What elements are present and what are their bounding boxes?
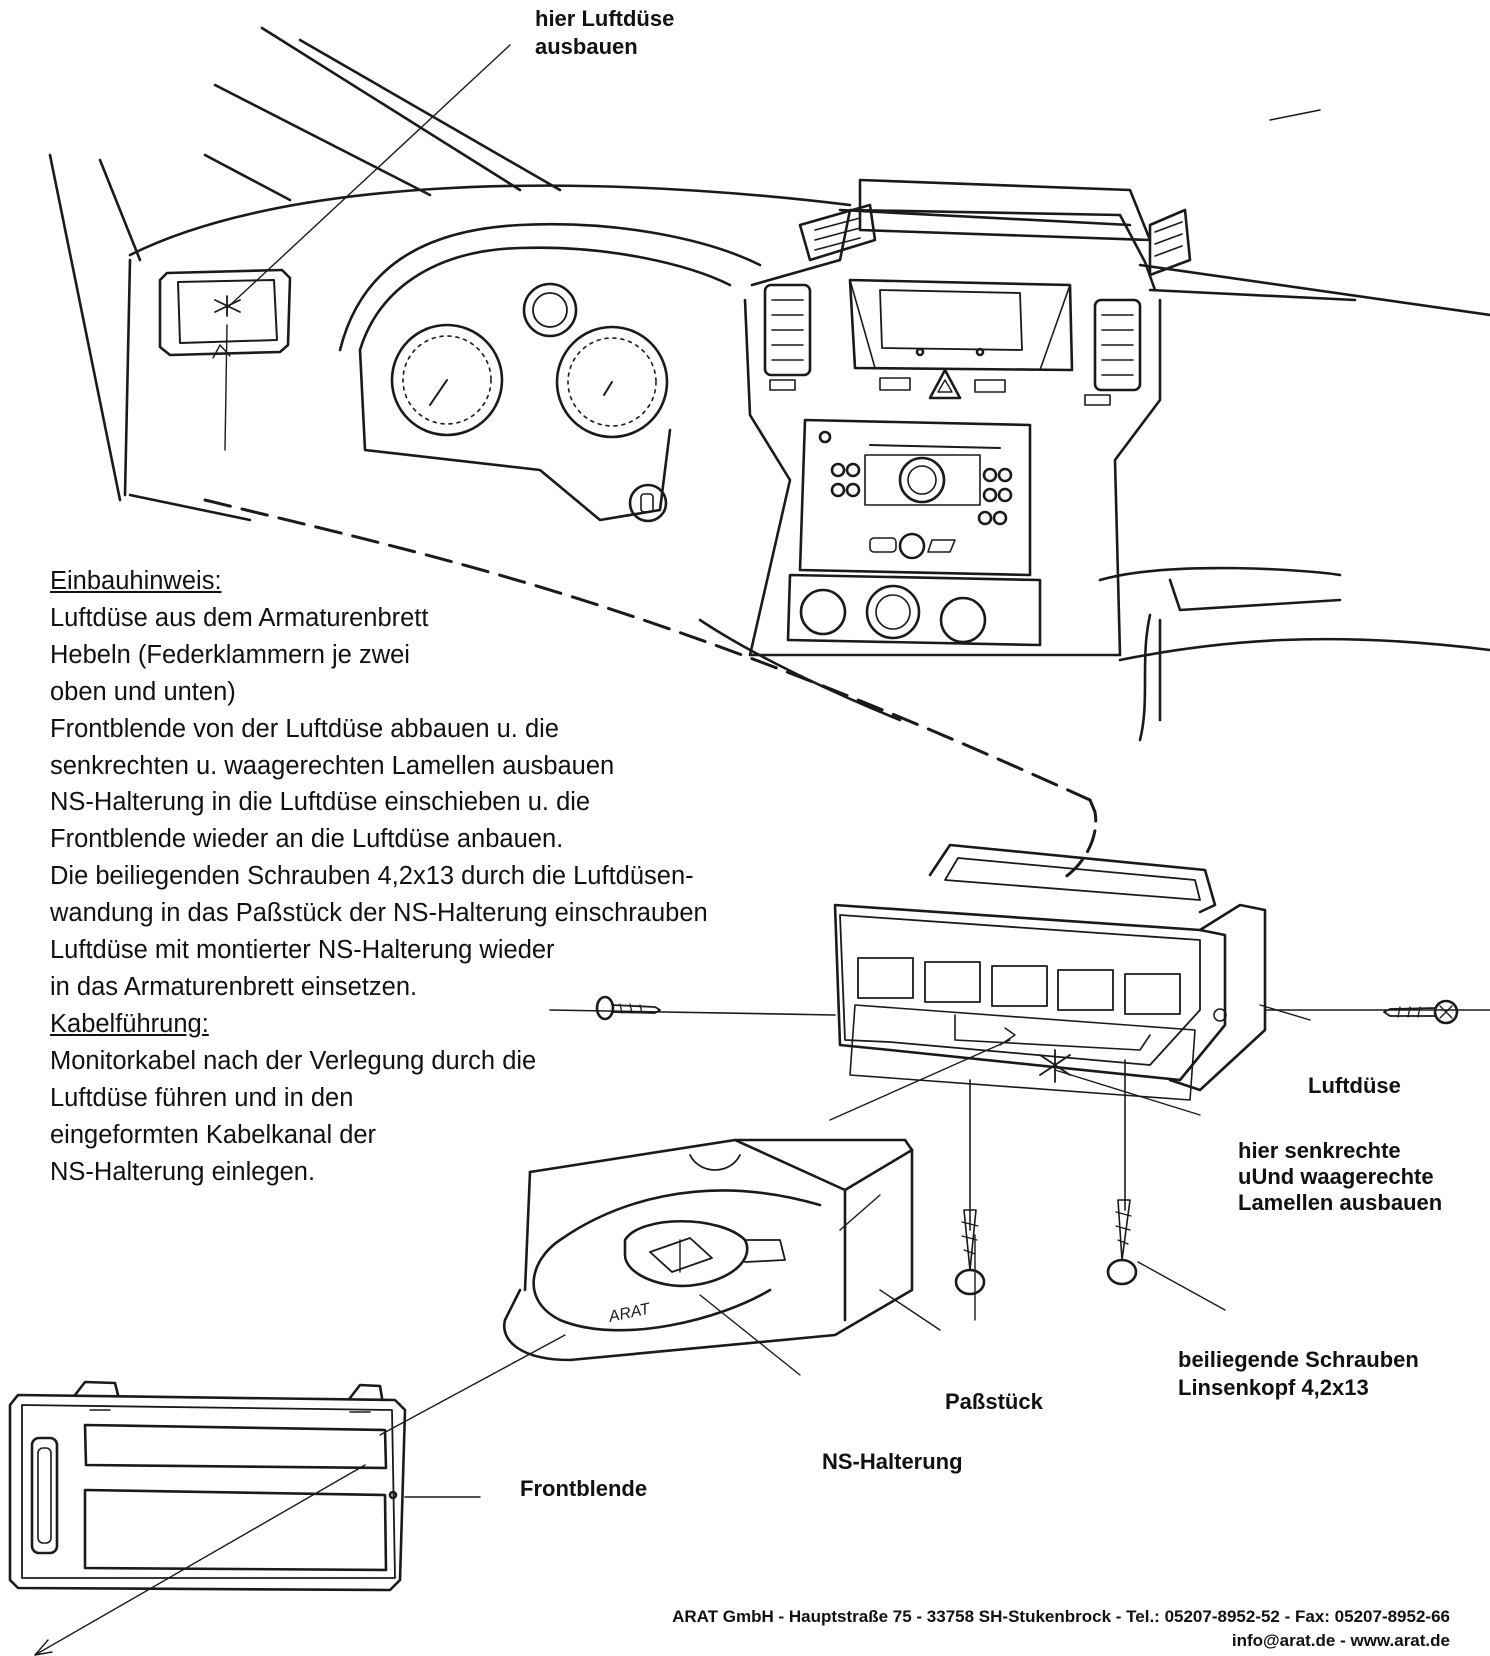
label-remove-vent-line-1: hier Luftdüse [535, 6, 675, 31]
footer-address: ARAT GmbH - Hauptstraße 75 - 33758 SH-St… [672, 1607, 1450, 1626]
label-lamellen-line-3: Lamellen ausbauen [1238, 1190, 1443, 1215]
install-line: senkrechten u. waagerechten Lamellen aus… [50, 751, 615, 780]
label-remove-vent: hier Luftdüse ausbauen [535, 5, 674, 61]
company-footer: ARAT GmbH - Hauptstraße 75 - 33758 SH-St… [380, 1605, 1450, 1653]
dashboard [123, 184, 1490, 882]
label-lamellen-line-1: hier senkrechte [1238, 1138, 1401, 1163]
leader-lines [212, 324, 231, 451]
install-line: wandung in das Paßstück der NS-Halterung… [50, 899, 708, 928]
label-lamellen: hier senkrechte uUnd waagerechte Lamelle… [1238, 1138, 1442, 1216]
label-schrauben: beiliegende Schrauben Linsenkopf 4,2x13 [1178, 1346, 1419, 1402]
install-line: Frontblende wieder an die Luftdüse anbau… [50, 825, 564, 854]
install-line: NS-Halterung in die Luftdüse einschieben… [50, 788, 591, 817]
label-schrauben-line-1: beiliegende Schrauben [1178, 1347, 1419, 1372]
label-passstueck: Paßstück [945, 1389, 1043, 1414]
install-line: Hebeln (Federklammern je zwei [50, 640, 410, 669]
label-remove-vent-line-2: ausbauen [535, 34, 638, 59]
footer-contact: info@arat.de - www.arat.de [1231, 1631, 1450, 1650]
center-console [743, 178, 1192, 657]
install-line: Luftdüse mit montierter NS-Halterung wie… [50, 936, 555, 965]
label-frontblende: Frontblende [520, 1476, 648, 1501]
cable-line: Luftdüse führen und in den [50, 1083, 354, 1112]
label-schrauben-line-2: Linsenkopf 4,2x13 [1178, 1375, 1369, 1400]
label-luftduese: Luftdüse [1308, 1073, 1401, 1098]
label-lamellen-line-2: uUnd waagerechte [1238, 1164, 1434, 1189]
install-line: in das Armaturenbrett einsetzen. [50, 972, 418, 1001]
install-line: Luftdüse aus dem Armaturenbrett [50, 603, 429, 632]
dashboard-vent-left [158, 44, 511, 357]
install-line: oben und unten) [50, 677, 236, 706]
cable-line: NS-Halterung einlegen. [50, 1157, 316, 1186]
air-vent-removed [549, 843, 1490, 1321]
front-cover [8, 1380, 481, 1656]
windshield-lines [48, 26, 1357, 502]
ns-holder [379, 1138, 941, 1436]
instrument-cluster [338, 222, 762, 523]
install-line: Die beiliegenden Schrauben 4,2x13 durch … [50, 862, 694, 891]
install-line: Frontblende von der Luftdüse abbauen u. … [50, 714, 559, 743]
cable-line: Monitorkabel nach der Verlegung durch di… [50, 1046, 537, 1075]
brand-mark: ARAT [606, 1300, 652, 1326]
label-ns-halterung: NS-Halterung [822, 1449, 963, 1474]
heading-install: Einbauhinweis: [50, 567, 222, 595]
installation-instructions: Einbauhinweis: Luftdüse aus dem Armature… [50, 563, 910, 1190]
heading-cable: Kabelführung: [50, 1009, 209, 1038]
cable-line: eingeformten Kabelkanal der [50, 1120, 377, 1149]
